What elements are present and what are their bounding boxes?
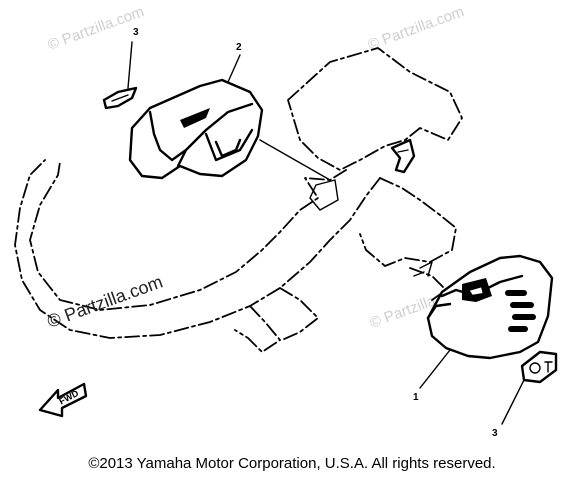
frame-outline (14, 47, 463, 353)
upper-cover-part-2 (128, 78, 331, 181)
callout-part-3-bottom: 3 (492, 428, 498, 439)
copyright-notice: ©2013 Yamaha Motor Corporation, U.S.A. A… (88, 455, 496, 472)
callout-part-1: 1 (413, 392, 419, 403)
mounting-bracket (309, 138, 416, 211)
watermark-middle-left: © Partzilla.com (45, 271, 166, 331)
callout-part-3-top: 3 (133, 27, 139, 38)
emblem-part-3-bottom (501, 350, 558, 425)
side-cover-part-1 (413, 254, 554, 389)
watermark-top-right: © Partzilla.com (366, 3, 467, 54)
callout-part-2: 2 (236, 42, 242, 53)
forward-arrow-icon: FWD (38, 382, 88, 418)
emblem-part-3-top (102, 41, 138, 110)
